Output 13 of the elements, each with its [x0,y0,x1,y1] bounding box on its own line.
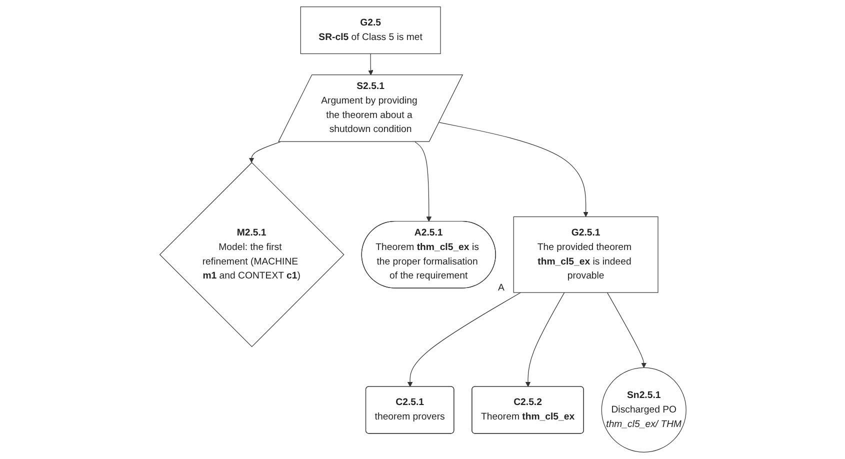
arrow [406,292,521,388]
node-box [512,216,658,293]
node-diamond [158,162,344,348]
node-circle [600,367,686,452]
arrow [438,122,588,217]
arrow [248,142,280,163]
flowchart-drawing: G2.5 SR-cl5 of Class 5 is met S2.5.1 Argument by providing the theorem about a shutdown condition M2.5.1 Model: the first refinement (MACHINE m1 and CONTEXT c1) A2.5.1 Theorem thm_cl5_ex is the proper formalisation of the requirement G2.5.1 The provided theorem thm_cl5_ex is indeed provable C2.5.1 theorem provers C2.5.2 Theorem thm_cl5_ex Sn2.5.1 Discharged PO thm_cl5_ex/ THM A [154,2,690,457]
arrow [414,142,432,222]
arrow [524,292,564,388]
node-annotation: A [498,282,504,294]
node-box [300,6,440,54]
arrow [606,292,646,368]
arrow [368,53,373,76]
